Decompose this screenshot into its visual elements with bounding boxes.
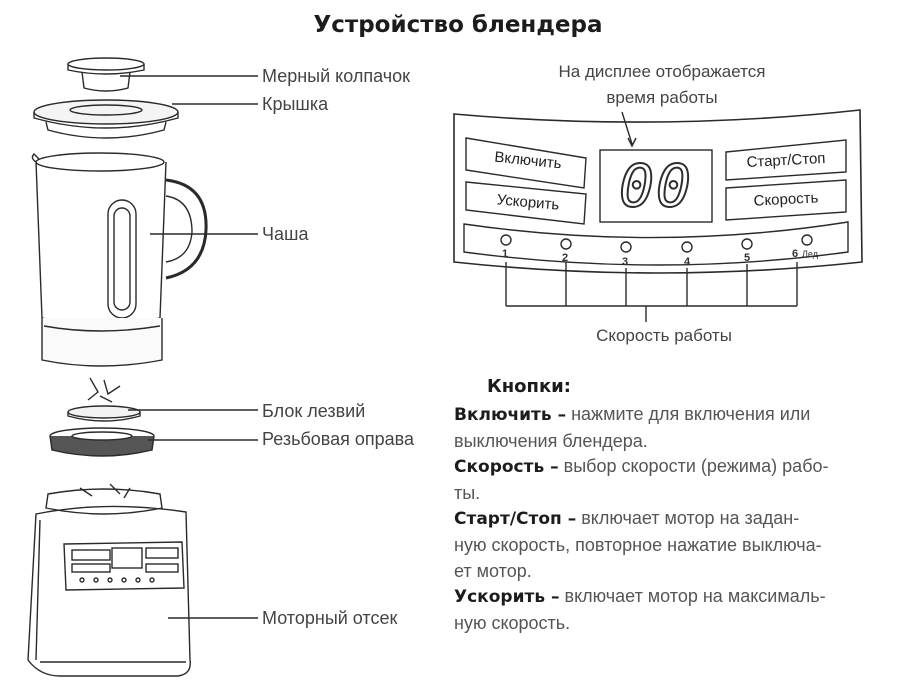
speed-level-1: 1 (502, 248, 509, 260)
desc-speed: Скорость – выбор скорости (режима) рабо-… (454, 456, 829, 503)
desc-power: Включить – нажмите для включения или вык… (454, 404, 811, 451)
label-bowl: Чаша (262, 224, 309, 244)
label-motor-housing: Моторный отсек (262, 608, 398, 628)
display-caption-line1: На дисплее отображается (558, 62, 766, 81)
display-caption-line2: время работы (606, 88, 718, 107)
speed-level-5: 5 (744, 252, 751, 264)
desc-power-term: Включить – (454, 405, 567, 425)
lid-drawing (33, 99, 179, 139)
control-panel-drawing (453, 109, 863, 322)
desc-speed-term: Скорость – (454, 457, 559, 477)
label-threaded-ring: Резьбовая оправа (262, 429, 415, 449)
label-measuring-cap: Мерный колпачок (262, 66, 410, 86)
measuring-cap-drawing (67, 57, 145, 92)
desc-boost-term: Ускорить – (454, 587, 560, 607)
threaded-ring-drawing (49, 427, 155, 457)
desc-boost: Ускорить – включает мотор на максималь- … (454, 586, 826, 633)
desc-start-stop-term: Старт/Стоп – (454, 509, 577, 529)
ice-label: Лед (802, 249, 818, 259)
speed-level-6: 6 (792, 248, 799, 260)
buttons-heading: Кнопки: (487, 376, 571, 397)
time-display: 00 (618, 151, 693, 221)
leader-lines (120, 75, 258, 619)
desc-start-stop: Старт/Стоп – включает мотор на задан- ну… (454, 508, 822, 581)
bowl-drawing (31, 152, 208, 367)
speed-level-4: 4 (684, 256, 691, 268)
speed-level-3: 3 (622, 256, 629, 268)
blade-block-drawing (67, 377, 141, 422)
label-blade-block: Блок лезвий (262, 401, 366, 421)
motor-base-drawing (27, 483, 191, 677)
page-title: Устройство блендера (313, 12, 603, 38)
label-lid: Крышка (262, 94, 329, 114)
speed-caption: Скорость работы (596, 326, 732, 345)
speed-level-2: 2 (562, 252, 569, 264)
